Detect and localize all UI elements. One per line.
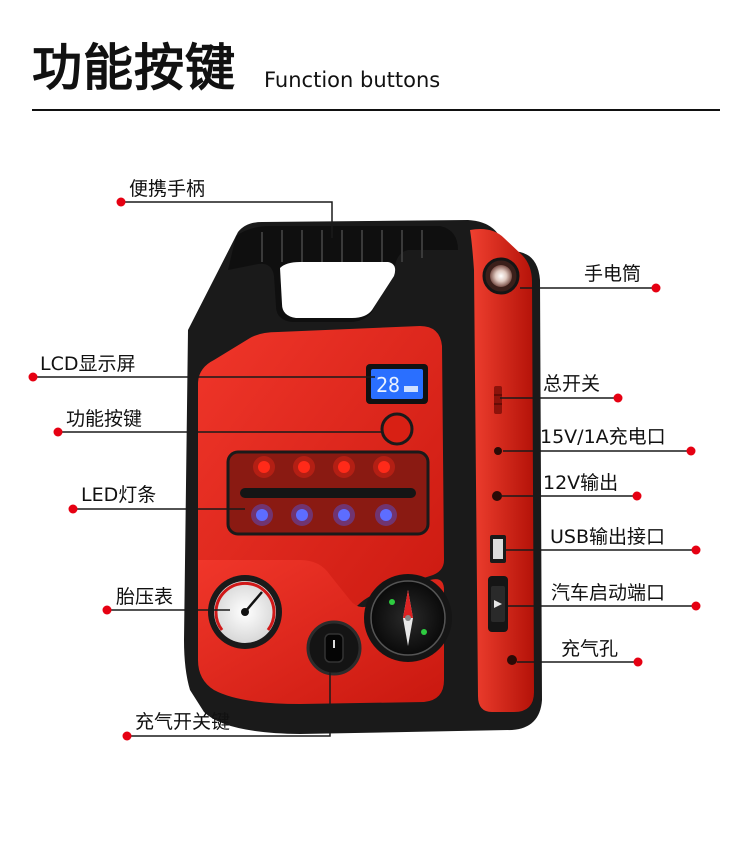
air-hole <box>507 655 517 665</box>
label-led-strip: LED灯条 <box>81 484 157 506</box>
label-charge-port: 15V/1A充电口 <box>540 426 666 448</box>
led-blue-row <box>251 504 397 526</box>
label-air-hole: 充气孔 <box>561 638 619 660</box>
out-12v-port <box>492 491 502 501</box>
handle-grip <box>261 230 423 262</box>
label-inflate-switch: 充气开关键 <box>135 711 231 733</box>
label-main-switch: 总开关 <box>543 373 601 395</box>
led-red-row <box>253 456 395 478</box>
label-lcd: LCD显示屏 <box>40 353 136 375</box>
page-subtitle: Function buttons <box>264 68 441 92</box>
main-switch <box>494 386 502 414</box>
label-tire-gauge: 胎压表 <box>116 586 174 608</box>
label-function-key: 功能按键 <box>66 408 143 430</box>
label-12v-output: 12V输出 <box>543 472 619 494</box>
label-usb-output: USB输出接口 <box>550 526 666 548</box>
label-car-start-port: 汽车启动端口 <box>551 582 666 604</box>
page-title: 功能按键 <box>32 39 236 97</box>
label-flashlight: 手电筒 <box>584 263 642 285</box>
function-button <box>380 412 414 446</box>
title-divider <box>32 109 720 111</box>
label-handle: 便携手柄 <box>129 178 206 200</box>
charge-port <box>494 447 502 455</box>
lcd-reading: 28 <box>376 373 400 397</box>
side-panel <box>470 229 534 712</box>
